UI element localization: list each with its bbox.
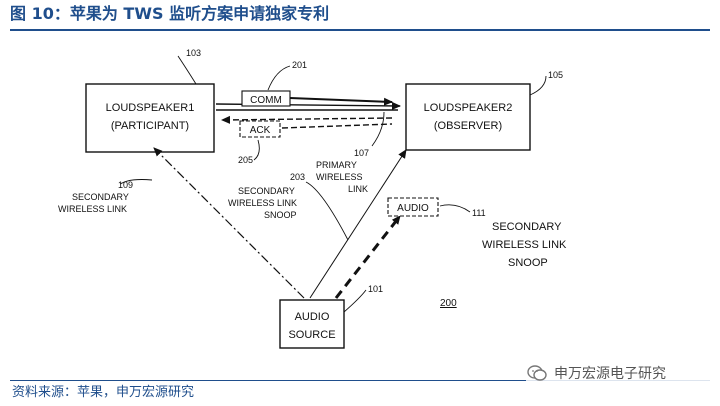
ref-101-leader (343, 289, 367, 313)
snoop-111-line (334, 215, 402, 299)
snoop-203-label-2: WIRELESS LINK (228, 198, 297, 208)
ref-203: 203 (290, 172, 305, 182)
figure-number: 200 (440, 298, 457, 309)
ref-201: 201 (292, 60, 307, 70)
ref-103: 103 (186, 48, 201, 58)
footer-divider (10, 380, 710, 381)
audio-source-box (279, 299, 345, 349)
loudspeaker2-role: (OBSERVER) (434, 120, 502, 132)
snoop-203-line (309, 149, 407, 299)
ref-111: 111 (472, 208, 486, 218)
snoop-203-label-3: SNOOP (264, 210, 297, 220)
ref-103-leader (177, 55, 197, 85)
audio-packet-box (387, 197, 439, 217)
title-divider (10, 29, 710, 31)
ref-105: 105 (548, 70, 563, 80)
primary-link-label-3: LINK (348, 184, 368, 194)
comm-packet-label: COMM (250, 95, 282, 106)
snoop-203-label-1: SECONDARY (238, 186, 295, 196)
ref-107-leader (371, 111, 385, 147)
ref-205-leader (253, 139, 260, 161)
primary-link-label-2: WIRELESS (316, 172, 363, 182)
primary-link-label-1: PRIMARY (316, 160, 357, 170)
ref-111-leader (439, 204, 471, 213)
audio-source-label: AUDIO (295, 311, 330, 323)
ack-packet-box (239, 120, 281, 138)
comm-arrow (289, 97, 393, 106)
ref-205: 205 (238, 155, 253, 165)
snoop-111-label-2: WIRELESS LINK (482, 239, 567, 251)
ref-109: 109 (118, 180, 133, 190)
watermark: 申万宏源电子研究 (526, 360, 716, 386)
loudspeaker2-label: LOUDSPEAKER2 (424, 102, 513, 114)
figure-title: 图 10：苹果为 TWS 监听方案申请独家专利 (10, 4, 330, 23)
source-note: 资料来源：苹果，申万宏源研究 (12, 385, 195, 400)
loudspeaker1-role: (PARTICIPANT) (111, 120, 189, 132)
ref-203-leader (305, 181, 349, 241)
audio-source-label-2: SOURCE (288, 329, 335, 341)
snoop-111-label-3: SNOOP (508, 257, 548, 269)
ref-105-leader (529, 75, 547, 96)
ack-packet-label: ACK (250, 125, 271, 136)
secondary-link-line (153, 147, 305, 299)
ref-107: 107 (354, 148, 369, 158)
ref-109-leader (119, 179, 153, 185)
secondary-link-label-2: WIRELESS LINK (58, 204, 127, 214)
loudspeaker1-label: LOUDSPEAKER1 (106, 102, 195, 114)
watermark-text: 申万宏源电子研究 (554, 366, 666, 382)
wechat-icon (527, 365, 547, 381)
ref-101: 101 (368, 284, 383, 294)
loudspeaker2-box (405, 83, 531, 151)
secondary-link-label-1: SECONDARY (72, 192, 129, 202)
audio-packet-label: AUDIO (397, 203, 429, 214)
ack-return-line (221, 115, 393, 124)
ack-tail (281, 123, 393, 129)
ref-201-leader (267, 65, 291, 91)
loudspeaker1-box (85, 83, 215, 153)
snoop-111-label-1: SECONDARY (492, 221, 562, 233)
